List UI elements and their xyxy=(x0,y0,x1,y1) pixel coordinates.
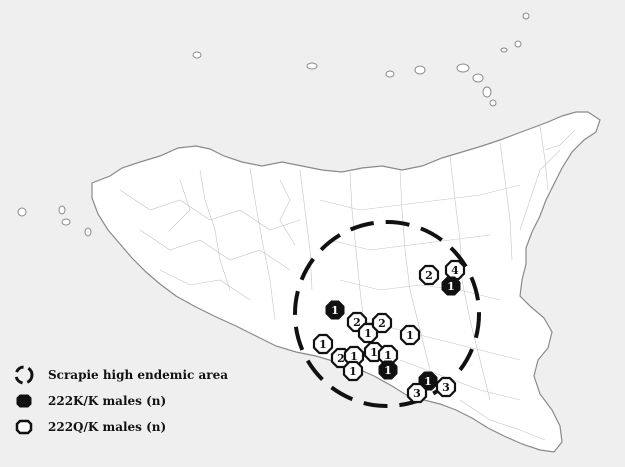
endemic-area-circle xyxy=(293,220,481,408)
hollow-octagon-icon xyxy=(444,259,466,281)
marker-count: 1 xyxy=(384,364,392,377)
hollow-octagon-icon xyxy=(342,360,364,382)
marker-count: 1 xyxy=(384,349,392,362)
marker-count: 2 xyxy=(353,316,361,329)
marker-count: 1 xyxy=(364,327,372,340)
marker-222qk: 3 xyxy=(435,376,457,398)
legend-label-kk: 222K/K males (n) xyxy=(48,394,167,408)
dashed-circle-icon xyxy=(12,364,48,386)
marker-layer: 2411212112111111133 xyxy=(312,259,466,404)
legend: Scrapie high endemic area 222K/K males (… xyxy=(12,362,228,440)
marker-count: 1 xyxy=(424,375,432,388)
marker-222kk: 1 xyxy=(378,360,398,380)
marker-count: 3 xyxy=(413,387,421,400)
marker-222qk: 1 xyxy=(312,333,334,355)
hollow-octagon-icon xyxy=(418,264,440,286)
marker-222qk: 1 xyxy=(399,324,421,346)
legend-label-qk: 222Q/K males (n) xyxy=(48,420,167,434)
filled-octagon-icon xyxy=(12,390,48,412)
marker-count: 1 xyxy=(447,280,455,293)
filled-octagon-icon xyxy=(378,360,398,380)
marker-count: 2 xyxy=(425,269,433,282)
sicily-island xyxy=(91,111,601,453)
marker-count: 1 xyxy=(370,346,378,359)
legend-item-kk: 222K/K males (n) xyxy=(12,388,228,414)
hollow-octagon-icon xyxy=(312,333,334,355)
marker-count: 1 xyxy=(350,350,358,363)
legend-item-endemic: Scrapie high endemic area xyxy=(12,362,228,388)
marker-count: 3 xyxy=(442,381,450,394)
marker-222qk: 1 xyxy=(342,360,364,382)
commune-borders xyxy=(119,125,576,441)
marker-count: 2 xyxy=(378,317,386,330)
marker-222kk: 1 xyxy=(325,300,345,320)
marker-222qk: 2 xyxy=(418,264,440,286)
hollow-octagon-icon xyxy=(371,312,393,334)
marker-222qk: 3 xyxy=(406,382,428,404)
hollow-octagon-icon xyxy=(12,416,48,438)
filled-octagon-icon xyxy=(441,276,461,296)
filled-octagon-icon xyxy=(325,300,345,320)
marker-count: 1 xyxy=(349,365,357,378)
small-islands xyxy=(17,12,530,237)
legend-item-qk: 222Q/K males (n) xyxy=(12,414,228,440)
marker-222qk: 2 xyxy=(371,312,393,334)
marker-222kk: 1 xyxy=(441,276,461,296)
marker-count: 4 xyxy=(451,264,459,277)
marker-count: 1 xyxy=(406,329,414,342)
marker-count: 2 xyxy=(337,352,345,365)
hollow-octagon-icon xyxy=(435,376,457,398)
marker-count: 1 xyxy=(319,338,327,351)
marker-count: 1 xyxy=(331,304,339,317)
marker-222qk: 4 xyxy=(444,259,466,281)
hollow-octagon-icon xyxy=(406,382,428,404)
legend-label-endemic: Scrapie high endemic area xyxy=(48,368,229,382)
hollow-octagon-icon xyxy=(399,324,421,346)
